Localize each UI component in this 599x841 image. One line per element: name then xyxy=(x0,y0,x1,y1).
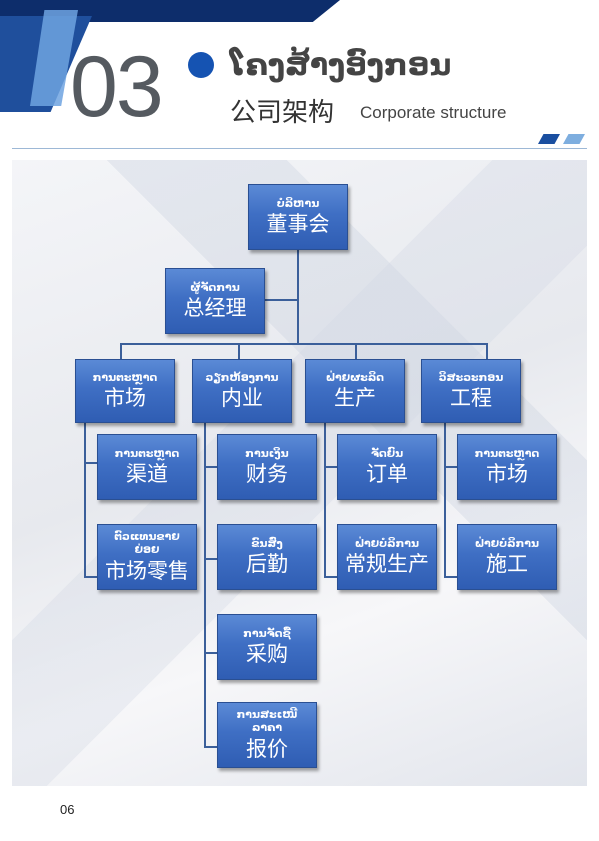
org-box-cn-label: 财务 xyxy=(246,462,288,487)
org-box-cn-label: 董事会 xyxy=(266,212,330,237)
header-divider xyxy=(12,148,587,149)
connector-line xyxy=(355,343,357,359)
org-box-cn-label: 市场零售 xyxy=(105,558,189,583)
connector-line xyxy=(265,299,299,301)
org-box-internal-purchase: ການຈັດຊື້ 采购 xyxy=(217,614,317,680)
org-box-cn-label: 采购 xyxy=(246,642,288,667)
org-box-lao-label: ການຕະຫຼາດ xyxy=(474,446,540,460)
org-box-cn-label: 市场 xyxy=(486,462,528,487)
org-box-lao-label: ຜູ້ຈັດການ xyxy=(190,280,240,294)
connector-line xyxy=(84,422,86,578)
org-box-market-channel: ການຕະຫຼາດ 渠道 xyxy=(97,434,197,500)
connector-line xyxy=(204,466,218,468)
org-box-cn-label: 订单 xyxy=(366,462,408,487)
org-box-cn-label: 后勤 xyxy=(246,552,288,577)
org-box-lao-label: ຂົນສົ່ງ xyxy=(251,536,283,550)
title-english: Corporate structure xyxy=(360,103,507,122)
connector-line xyxy=(297,250,299,300)
org-box-cn-label: 内业 xyxy=(221,386,263,411)
org-box-internal-finance: ການເງິນ 财务 xyxy=(217,434,317,500)
title-bullet-dot xyxy=(188,52,214,78)
org-box-production-regular: ຝ່າຍບໍລິການ 常规生产 xyxy=(337,524,437,590)
connector-line xyxy=(204,558,218,560)
org-box-lao-label: ຝ່າຍຜະລິດ xyxy=(325,370,385,384)
header-deco-dark xyxy=(538,134,560,144)
org-box-internal-logistics: ຂົນສົ່ງ 后勤 xyxy=(217,524,317,590)
org-box-lao-label: ການຕະຫຼາດ xyxy=(114,446,180,460)
org-box-cn-label: 工程 xyxy=(450,386,492,411)
page-number: 06 xyxy=(60,802,75,817)
org-box-cn-label: 渠道 xyxy=(126,462,168,487)
org-box-board: ບໍລິຫານ 董事会 xyxy=(248,184,348,250)
connector-line xyxy=(120,343,122,359)
org-box-cn-label: 施工 xyxy=(486,552,528,577)
org-box-general-manager: ຜູ້ຈັດການ 总经理 xyxy=(165,268,265,334)
org-box-lao-label: ການເງິນ xyxy=(245,446,289,460)
connector-line xyxy=(204,746,218,748)
org-box-cn-label: 常规生产 xyxy=(345,552,429,577)
connector-line xyxy=(204,422,206,748)
connector-line xyxy=(444,466,458,468)
connector-line xyxy=(324,422,326,578)
org-box-dept-internal: ວຽກຫ້ອງການ 内业 xyxy=(192,359,292,423)
section-number: 03 xyxy=(70,39,164,135)
org-box-lao-label: ບໍລິຫານ xyxy=(276,196,320,210)
connector-line xyxy=(120,343,488,345)
connector-line xyxy=(204,652,218,654)
org-box-lao-label: ວິສະວະກອນ xyxy=(438,370,504,384)
connector-line xyxy=(324,466,338,468)
org-box-cn-label: 生产 xyxy=(334,386,376,411)
org-box-dept-engineering: ວິສະວະກອນ 工程 xyxy=(421,359,521,423)
connector-line xyxy=(444,576,458,578)
org-box-cn-label: 市场 xyxy=(104,386,146,411)
org-box-cn-label: 报价 xyxy=(246,736,288,761)
org-box-lao-label: ການຈັດຊື້ xyxy=(243,626,291,640)
org-box-engineering-construction: ຝ່າຍບໍລິການ 施工 xyxy=(457,524,557,590)
title-lao: ໂຄງສ້າງອົງກອນ xyxy=(230,48,452,83)
org-box-lao-label: ວຽກຫ້ອງການ xyxy=(205,370,279,384)
connector-line xyxy=(84,576,98,578)
org-box-lao-label: ຝ່າຍບໍລິການ xyxy=(474,536,540,550)
org-box-engineering-market: ການຕະຫຼາດ 市场 xyxy=(457,434,557,500)
connector-line xyxy=(297,299,299,345)
connector-line xyxy=(324,576,338,578)
org-box-cn-label: 总经理 xyxy=(183,296,247,321)
org-box-lao-label: ການສະເໜີລາຄາ xyxy=(236,708,298,734)
org-box-internal-quote: ການສະເໜີລາຄາ 报价 xyxy=(217,702,317,768)
org-box-dept-market: ການຕະຫຼາດ 市场 xyxy=(75,359,175,423)
connector-line xyxy=(238,343,240,359)
org-box-production-orders: ຈັດຍົນ 订单 xyxy=(337,434,437,500)
header-deco-light xyxy=(563,134,585,144)
org-box-lao-label: ຈັດຍົນ xyxy=(370,446,404,460)
org-box-market-retail: ຕົວແທນຂາຍຍ່ອຍ 市场零售 xyxy=(97,524,197,590)
org-box-lao-label: ຝ່າຍບໍລິການ xyxy=(354,536,420,550)
org-box-lao-label: ຕົວແທນຂາຍຍ່ອຍ xyxy=(114,530,180,556)
connector-line xyxy=(84,462,98,464)
connector-line xyxy=(444,422,446,578)
connector-line xyxy=(486,343,488,359)
org-box-lao-label: ການຕະຫຼາດ xyxy=(92,370,158,384)
title-chinese: 公司架构 xyxy=(230,98,335,128)
org-box-dept-production: ຝ່າຍຜະລິດ 生产 xyxy=(305,359,405,423)
